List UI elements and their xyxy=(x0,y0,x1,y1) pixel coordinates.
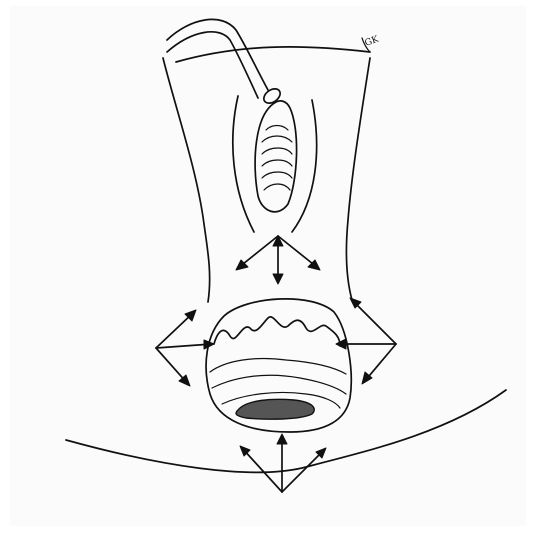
right-thigh-outline xyxy=(346,58,370,300)
catheter-tube-outer xyxy=(167,19,268,90)
catheter-tip xyxy=(261,86,283,106)
arrow-cluster-upper xyxy=(236,236,320,284)
artist-signature: GK xyxy=(364,35,381,49)
arrow-cluster-left xyxy=(156,310,214,386)
prolapse-wavy-mucosa xyxy=(214,317,340,346)
catheter-tube-inner xyxy=(167,32,258,98)
upper-abdominal-curve xyxy=(176,47,370,62)
vaginal-opening-outline xyxy=(255,101,296,212)
arrow-cluster-bottom xyxy=(240,434,326,492)
vaginal-rugae xyxy=(262,126,292,191)
left-thigh-outline xyxy=(163,58,210,302)
prolapse-ulcer-area xyxy=(236,399,314,419)
arrow-cluster-right xyxy=(336,298,396,384)
left-outer-labial-fold xyxy=(233,96,254,232)
